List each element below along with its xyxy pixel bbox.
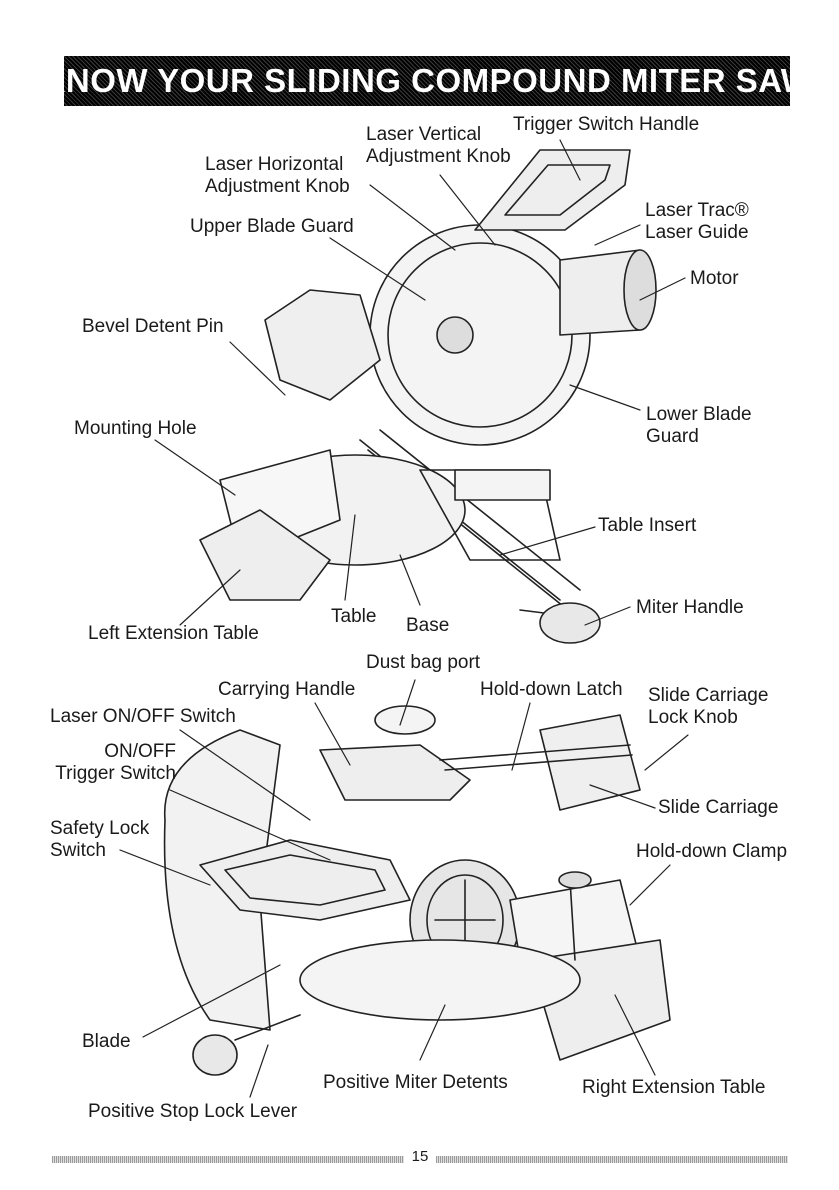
label-right-extension-table: Right Extension Table <box>582 1077 766 1098</box>
footer-rule-left <box>52 1156 404 1163</box>
label-upper-blade-guard: Upper Blade Guard <box>190 216 354 237</box>
label-hold-down-latch: Hold-down Latch <box>480 679 623 700</box>
label-lower-blade-guard: Lower Blade Guard <box>646 404 752 448</box>
label-text: Laser Horizontal Adjustment Knob <box>205 154 350 197</box>
label-bevel-detent-pin: Bevel Detent Pin <box>82 316 224 337</box>
top-leader-lines <box>154 139 686 626</box>
label-mounting-hole: Mounting Hole <box>74 418 197 439</box>
label-text: Lower Blade Guard <box>646 404 752 447</box>
label-blade: Blade <box>82 1031 131 1052</box>
label-miter-handle: Miter Handle <box>636 597 744 618</box>
label-table: Table <box>331 606 377 627</box>
label-positive-stop-lock-lever: Positive Stop Lock Lever <box>88 1101 298 1122</box>
label-text: ON/OFF Trigger Switch <box>55 741 176 784</box>
label-carrying-handle: Carrying Handle <box>218 679 356 700</box>
label-motor: Motor <box>690 268 739 289</box>
label-slide-carriage: Slide Carriage <box>658 797 779 818</box>
label-slide-carriage-lock-knob: Slide Carriage Lock Knob <box>648 685 768 729</box>
top-saw-drawing <box>199 149 657 644</box>
label-dust-bag-port: Dust bag port <box>366 652 481 673</box>
label-text: Slide Carriage Lock Knob <box>648 685 769 728</box>
page-title-banner: KNOW YOUR SLIDING COMPOUND MITER SAW <box>42 56 812 106</box>
label-laser-on-off-switch: Laser ON/OFF Switch <box>50 706 236 727</box>
label-trigger-switch-handle: Trigger Switch Handle <box>513 114 700 135</box>
bottom-leader-lines <box>119 679 689 1098</box>
label-hold-down-clamp: Hold-down Clamp <box>636 841 788 862</box>
label-text: Laser Vertical Adjustment Knob <box>366 124 511 167</box>
page-title: KNOW YOUR SLIDING COMPOUND MITER SAW <box>41 62 813 99</box>
bottom-saw-drawing <box>163 705 671 1076</box>
label-base: Base <box>406 615 450 636</box>
label-text: Laser Trac® Laser Guide <box>645 200 749 243</box>
label-on-off-trigger-switch: ON/OFF Trigger Switch <box>46 741 176 785</box>
label-positive-miter-detents: Positive Miter Detents <box>323 1072 508 1093</box>
label-table-insert: Table Insert <box>598 515 697 536</box>
footer-rule-right <box>436 1156 788 1163</box>
label-text: Safety Lock Switch <box>50 818 150 861</box>
label-left-extension-table: Left Extension Table <box>88 623 259 644</box>
label-safety-lock-switch: Safety Lock Switch <box>50 818 149 862</box>
label-laser-vertical-adjustment-knob: Laser Vertical Adjustment Knob <box>366 124 511 168</box>
label-laser-trac-laser-guide: Laser Trac® Laser Guide <box>645 200 749 244</box>
label-laser-horizontal-adjustment-knob: Laser Horizontal Adjustment Knob <box>205 154 350 198</box>
page-number: 15 <box>411 1148 429 1165</box>
